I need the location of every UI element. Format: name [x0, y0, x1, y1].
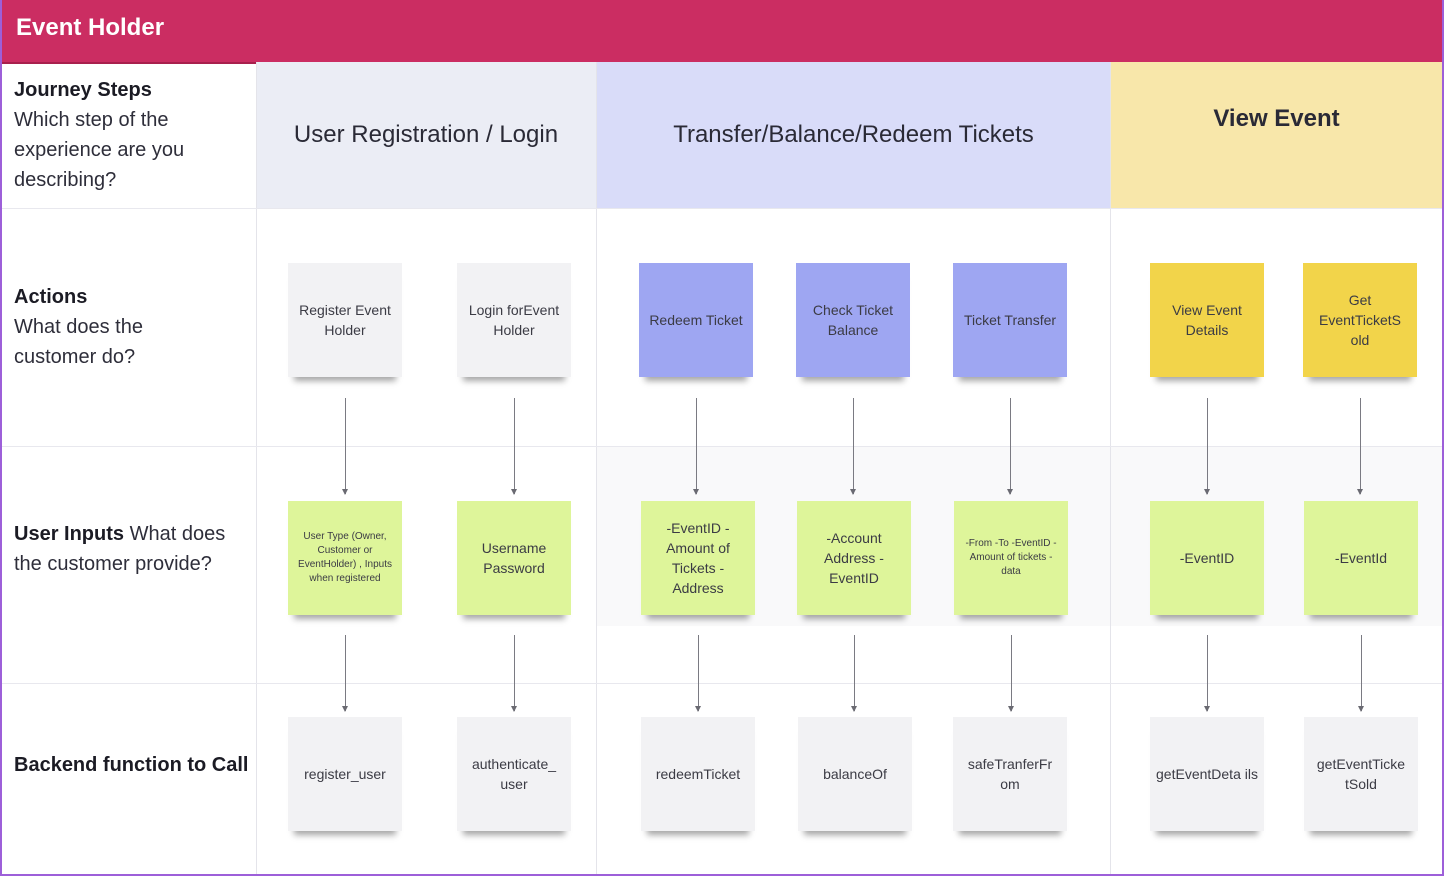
flow-arrow: [695, 635, 701, 712]
input-sticky[interactable]: -From -To -EventID -Amount of tickets -d…: [954, 501, 1068, 615]
input-sticky[interactable]: User Type (Owner, Customer or EventHolde…: [288, 501, 402, 615]
row-divider: [2, 683, 1442, 684]
input-sticky[interactable]: -EventID: [1150, 501, 1264, 615]
flow-arrow: [342, 398, 348, 495]
row-label-journey: Journey Steps Which step of the experien…: [14, 75, 250, 195]
backend-sticky[interactable]: register_user: [288, 717, 402, 831]
row-title: Actions: [14, 286, 88, 308]
flow-arrow: [511, 398, 517, 495]
flow-arrow: [850, 398, 856, 495]
input-sticky[interactable]: Username Password: [457, 501, 571, 615]
input-sticky[interactable]: -EventID -Amount of Tickets - Address: [641, 501, 755, 615]
backend-sticky[interactable]: balanceOf: [798, 717, 912, 831]
board-title: Event Holder: [16, 14, 165, 41]
action-sticky[interactable]: Register Event Holder: [288, 263, 402, 377]
flow-arrow: [342, 635, 348, 712]
action-sticky[interactable]: Get EventTicketS old: [1303, 263, 1417, 377]
stage-label: Transfer/Balance/Redeem Tickets: [673, 121, 1034, 148]
column-divider: [1110, 62, 1111, 874]
input-sticky[interactable]: -Account Address -EventID: [797, 501, 911, 615]
backend-sticky[interactable]: getEventTicke tSold: [1304, 717, 1418, 831]
backend-sticky[interactable]: getEventDeta ils: [1150, 717, 1264, 831]
stage-label: User Registration / Login: [293, 121, 559, 148]
backend-sticky[interactable]: redeemTicket: [641, 717, 755, 831]
row-label-backend: Backend function to Call: [14, 750, 250, 780]
flow-arrow: [1007, 398, 1013, 495]
flow-arrow: [1204, 398, 1210, 495]
row-label-inputs: User Inputs What does the customer provi…: [14, 519, 234, 579]
row-divider: [2, 446, 1442, 447]
flow-arrow: [693, 398, 699, 495]
action-sticky[interactable]: Check Ticket Balance: [796, 263, 910, 377]
row-label-actions: Actions What does the customer do?: [14, 282, 194, 372]
flow-arrow: [1008, 635, 1014, 712]
action-sticky[interactable]: View Event Details: [1150, 263, 1264, 377]
stage-bg-registration: [256, 62, 596, 208]
column-divider: [596, 62, 597, 874]
stage-bg-view-event: [1111, 62, 1442, 208]
flow-arrow: [1357, 398, 1363, 495]
journey-grid: Journey Steps Which step of the experien…: [2, 62, 1442, 874]
action-sticky[interactable]: Redeem Ticket: [639, 263, 753, 377]
stage-bg-transfer: [597, 62, 1110, 208]
row-description: What does the customer provide?: [14, 523, 226, 575]
stage-label: View Event: [1213, 105, 1340, 132]
row-divider: [2, 208, 1442, 209]
input-sticky[interactable]: -EventId: [1304, 501, 1418, 615]
backend-sticky[interactable]: authenticate_ user: [457, 717, 571, 831]
flow-arrow: [1358, 635, 1364, 712]
row-description: Which step of the experience are you des…: [14, 109, 185, 191]
column-divider: [256, 62, 257, 874]
action-sticky[interactable]: Ticket Transfer: [953, 263, 1067, 377]
row-title: User Inputs: [14, 523, 125, 545]
action-sticky[interactable]: Login forEvent Holder: [457, 263, 571, 377]
row-title: Backend function to Call: [14, 754, 249, 776]
flow-arrow: [851, 635, 857, 712]
flow-arrow: [511, 635, 517, 712]
row-description: What does the customer do?: [14, 316, 143, 368]
backend-sticky[interactable]: safeTranferFr om: [953, 717, 1067, 831]
row-title: Journey Steps: [14, 79, 152, 101]
flow-arrow: [1204, 635, 1210, 712]
